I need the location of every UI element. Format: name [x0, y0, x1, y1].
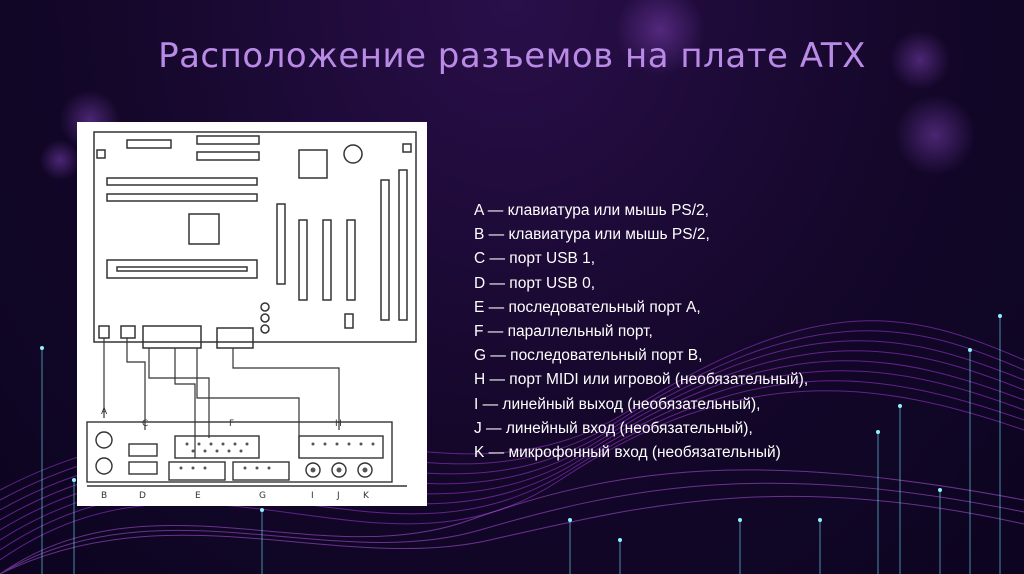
legend-item: K — микрофонный вход (необязательный) — [474, 444, 781, 462]
legend-item: I — линейный выход (необязательный), — [474, 395, 761, 413]
legend-item: E — последовательный порт A, — [474, 298, 701, 316]
legend-item: G — последовательный порт B, — [474, 347, 703, 365]
chipset — [188, 213, 220, 245]
port-label-k: K — [363, 491, 370, 501]
port-label-a: A — [101, 407, 108, 417]
port-label-i: I — [311, 491, 314, 501]
legend-item: B — клавиатура или мышь PS/2, — [474, 226, 710, 244]
port-label-h: H — [335, 419, 342, 429]
bottom-panel — [86, 421, 393, 483]
port-label-e: E — [195, 491, 201, 501]
battery-icon — [343, 144, 363, 164]
port-label-b: B — [101, 491, 107, 501]
cpu-socket — [298, 149, 328, 179]
connector-legend: A — клавиатура или мышь PS/2, B — клавиа… — [474, 199, 974, 465]
port-label-c: C — [142, 419, 148, 429]
legend-item: C — порт USB 1, — [474, 250, 596, 268]
port-label-f: F — [229, 419, 234, 429]
legend-item: F — параллельный порт, — [474, 323, 653, 341]
board-outline — [93, 131, 417, 343]
legend-item: H — порт MIDI или игровой (необязательны… — [474, 371, 809, 389]
slide-title: Расположение разъемов на плате ATX — [158, 36, 866, 76]
legend-item: J — линейный вход (необязательный), — [474, 419, 753, 437]
legend-item: A — клавиатура или мышь PS/2, — [474, 202, 709, 219]
port-label-d: D — [139, 491, 146, 501]
port-label-g: G — [259, 491, 266, 501]
port-label-j: J — [336, 491, 340, 501]
atx-motherboard-diagram: A C F H B D E G I J K — [77, 122, 427, 506]
motherboard-schematic: A C F H B D E G I J K — [86, 131, 417, 501]
legend-item: D — порт USB 0, — [474, 274, 596, 292]
